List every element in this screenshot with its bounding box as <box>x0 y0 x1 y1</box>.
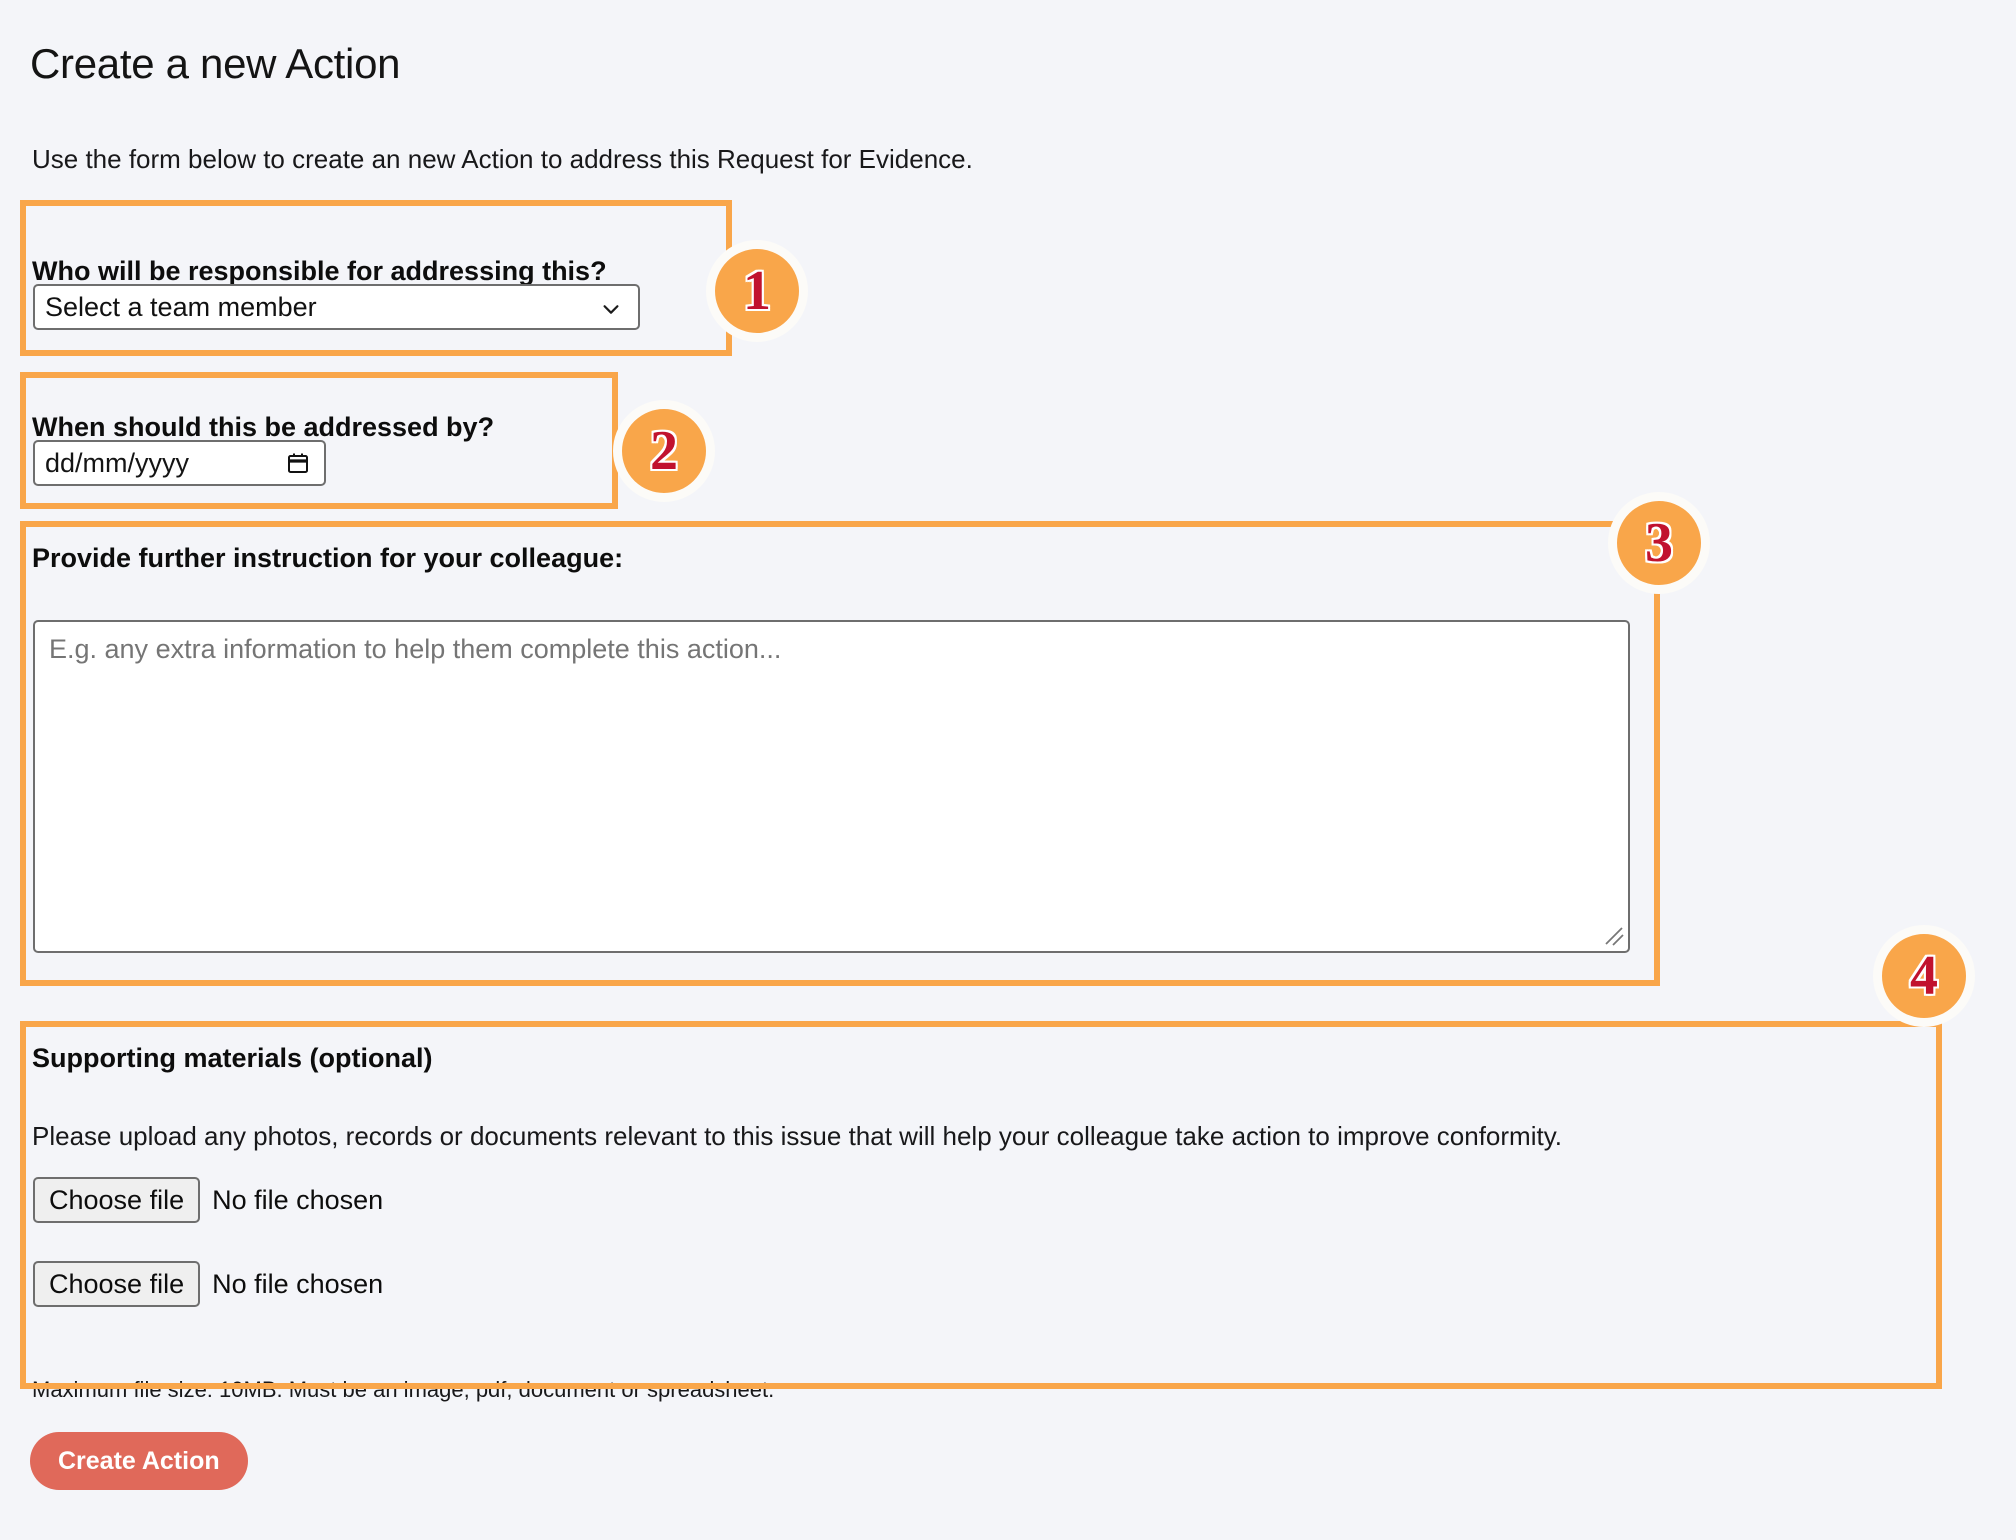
file-status-label: No file chosen <box>212 1184 384 1215</box>
due-date-input[interactable]: dd/mm/yyyy <box>33 440 326 486</box>
page-subtitle: Use the form below to create an new Acti… <box>32 144 973 174</box>
file-constraints-note: Maximum file size: 10MB. Must be an imag… <box>32 1377 775 1402</box>
due-date-label: When should this be addressed by? <box>32 412 495 442</box>
instruction-textarea[interactable] <box>33 620 1630 953</box>
file-status-label: No file chosen <box>212 1268 384 1299</box>
annotation-badge-1: 1 <box>706 240 808 342</box>
supporting-materials-label: Supporting materials (optional) <box>32 1043 433 1073</box>
calendar-icon[interactable] <box>286 451 310 475</box>
responsible-label: Who will be responsible for addressing t… <box>32 256 607 286</box>
team-member-select-value: Select a team member <box>45 291 317 322</box>
annotation-badge-3: 3 <box>1608 492 1710 594</box>
choose-file-button[interactable]: Choose file <box>33 1261 201 1307</box>
annotation-badge-4: 4 <box>1873 925 1975 1027</box>
page-title: Create a new Action <box>30 40 401 88</box>
annotation-badge-2: 2 <box>613 400 715 502</box>
instruction-label: Provide further instruction for your col… <box>32 543 624 573</box>
team-member-select[interactable]: Select a team member <box>33 284 640 330</box>
supporting-materials-description: Please upload any photos, records or doc… <box>32 1121 1563 1151</box>
file-upload-row: Choose file No file chosen <box>33 1177 383 1223</box>
chevron-down-icon <box>600 296 622 318</box>
due-date-placeholder: dd/mm/yyyy <box>45 447 190 478</box>
file-upload-row: Choose file No file chosen <box>33 1261 383 1307</box>
create-action-button[interactable]: Create Action <box>30 1432 248 1490</box>
choose-file-button[interactable]: Choose file <box>33 1177 201 1223</box>
